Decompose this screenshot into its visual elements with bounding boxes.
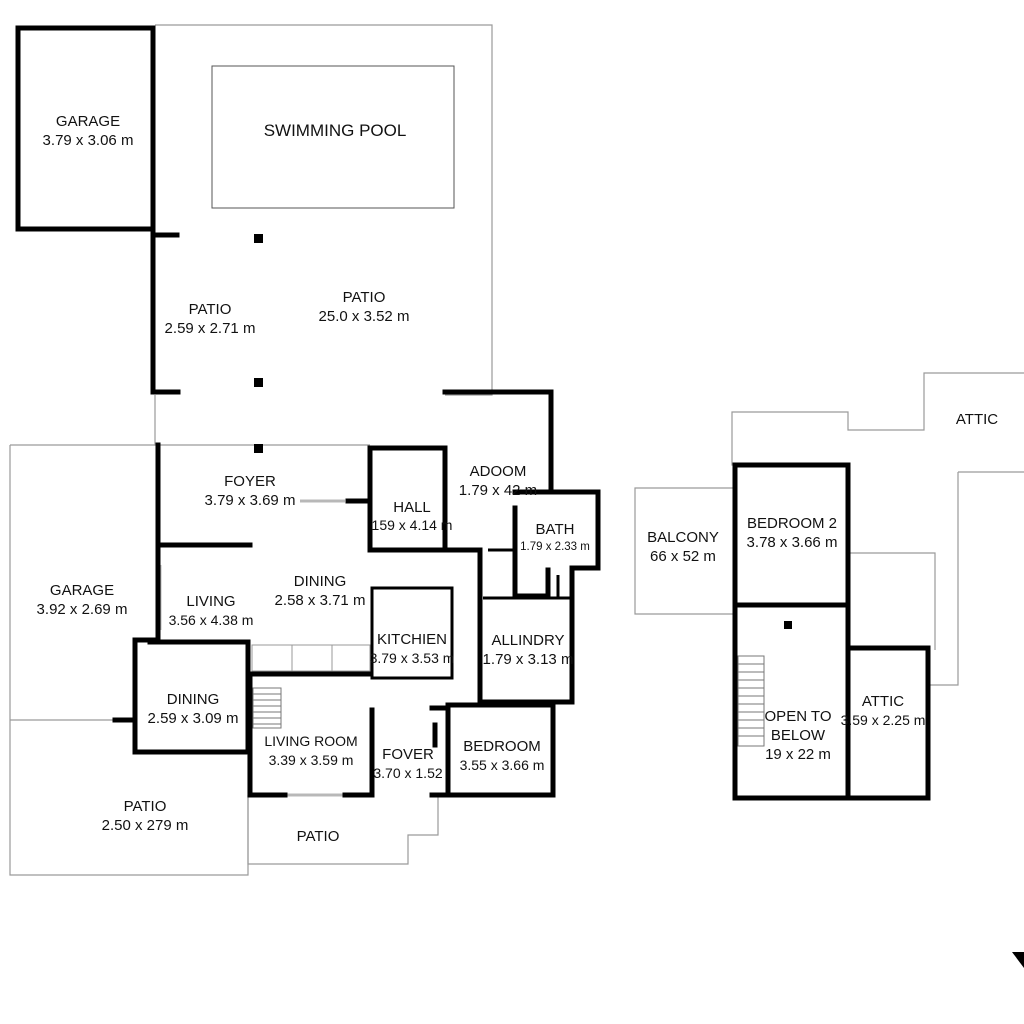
room-name: LIVING ROOM [264, 733, 358, 749]
windows [45, 26, 930, 800]
compass-arrow [1012, 952, 1024, 968]
room-name: DINING [293, 573, 347, 590]
room-label-garage-top: GARAGE 3.79 x 3.06 m [43, 112, 134, 150]
room-dimensions: 2.58 x 3.71 m [274, 592, 366, 609]
room-dimensions: 3.55 x 3.66 m [459, 757, 545, 773]
room-dimensions: 1.79 x 42 m [458, 482, 538, 499]
room-dimensions: 159 x 4.14 m [371, 517, 453, 533]
room-label-patio-bottom-left: PATIO 2.50 x 279 m [102, 797, 189, 835]
room-label-foyer: FOYER 3.79 x 3.69 m [205, 472, 296, 510]
room-name: ATTIC [955, 411, 999, 428]
room-name: PATIO [123, 798, 167, 815]
room-label-patio-large: PATIO 25.0 x 3.52 m [319, 288, 410, 326]
walls [15, 25, 931, 801]
room-name: ALLINDRY [491, 632, 565, 649]
room-dimensions: 3.92 x 2.69 m [36, 601, 128, 618]
room-name: SWIMMING POOL [263, 121, 407, 140]
room-label-swimming-pool: SWIMMING POOL [264, 121, 407, 140]
kitchen-counter [251, 644, 371, 672]
room-name: FOYER [224, 473, 276, 490]
room-name: OPEN TO [764, 708, 832, 725]
room-label-living-room: LIVING ROOM 3.39 x 3.59 m [264, 732, 357, 770]
room-name: PATIO [296, 828, 340, 845]
posts [254, 234, 792, 629]
room-dimensions: 2.59 x 3.09 m [147, 710, 239, 727]
room-dimensions: 3.79 x 3.69 m [204, 492, 296, 509]
room-name: KITCHIEN [376, 631, 448, 648]
room-label-patio-bottom: PATIO [297, 827, 340, 846]
room-name: ATTIC [861, 693, 905, 710]
room-name: GARAGE [49, 582, 115, 599]
room-dimensions: 3.56 x 4.38 m [168, 612, 254, 628]
room-label-open-to-below: OPEN TO BELOW 19 x 22 m [765, 707, 832, 764]
room-label-fover: FOVER 3.70 x 1.52 [373, 745, 442, 783]
room-name: GARAGE [55, 113, 121, 130]
room-label-patio-small: PATIO 2.59 x 2.71 m [165, 300, 256, 338]
room-dimensions: 3.78 x 3.66 m [746, 534, 838, 551]
room-name: FOVER [382, 746, 434, 763]
room-name: PATIO [188, 301, 232, 318]
room-dimensions: 2.50 x 279 m [101, 817, 189, 834]
room-label-balcony: BALCONY 66 x 52 m [647, 528, 719, 566]
room-name: LIVING [186, 593, 236, 610]
room-dimensions: 3.70 x 1.52 [373, 765, 443, 781]
room-label-dining-main: DINING 2.58 x 3.71 m [275, 572, 366, 610]
room-dimensions: 1.79 x 3.13 m [482, 651, 574, 668]
room-name: BEDROOM 2 [746, 515, 838, 532]
room-label-garage-left: GARAGE 3.92 x 2.69 m [37, 581, 128, 619]
outdoor-boundaries [9, 24, 1024, 876]
room-label-dining-small: DINING 2.59 x 3.09 m [148, 690, 239, 728]
room-label-living: LIVING 3.56 x 4.38 m [169, 592, 254, 630]
room-dimensions: 3.39 x 3.59 m [268, 752, 354, 768]
room-name: PATIO [342, 289, 386, 306]
room-label-kitchen: KITCHIEN 3.79 x 3.53 m [370, 630, 455, 668]
room-label-bath: BATH 1.79 x 2.33 m [520, 520, 590, 555]
room-name: BATH [535, 521, 575, 538]
room-label-attic-top: ATTIC [956, 410, 998, 429]
room-name: BEDROOM [463, 738, 541, 755]
room-name: ADOOM [469, 463, 527, 480]
room-label-bedroom-2: BEDROOM 2 3.78 x 3.66 m [747, 514, 838, 552]
room-label-attic-small: ATTIC 3.59 x 2.25 m [841, 692, 926, 730]
room-label-hall: HALL 159 x 4.14 m [372, 498, 453, 533]
room-dimensions: 3.79 x 3.06 m [42, 132, 134, 149]
room-name-line-2: BELOW [770, 727, 826, 744]
swimming-pool-outline [211, 65, 455, 209]
room-dimensions: 19 x 22 m [765, 746, 831, 763]
room-label-laundry: ALLINDRY 1.79 x 3.13 m [483, 631, 574, 669]
room-dimensions: 2.59 x 2.71 m [164, 320, 256, 337]
room-name: BALCONY [647, 529, 719, 546]
room-dimensions: 1.79 x 2.33 m [520, 541, 590, 553]
room-dimensions: 3.59 x 2.25 m [840, 712, 926, 728]
room-name: HALL [393, 499, 431, 516]
room-name: DINING [166, 691, 220, 708]
room-dimensions: 66 x 52 m [650, 548, 716, 565]
room-dimensions: 3.79 x 3.53 m [369, 650, 455, 666]
stairs [252, 655, 765, 747]
room-label-adoom: ADOOM 1.79 x 42 m [459, 462, 537, 500]
room-label-bedroom: BEDROOM 3.55 x 3.66 m [460, 737, 545, 775]
room-dimensions: 25.0 x 3.52 m [318, 308, 410, 325]
